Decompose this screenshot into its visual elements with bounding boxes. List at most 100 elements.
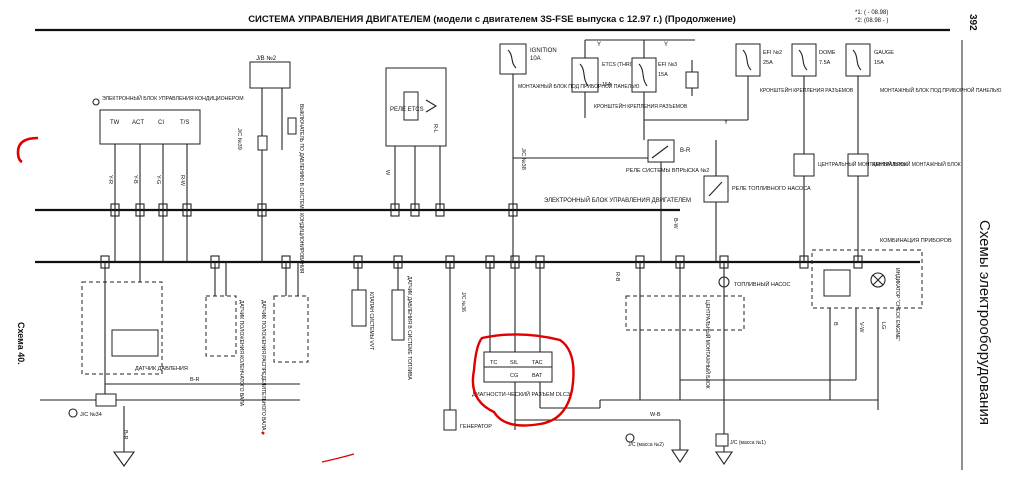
svg-text:10A: 10A — [530, 56, 541, 62]
pressure-sensor2-label: ДАТЧИК ДАВЛЕНИЯ В СИСТЕМЕ ТОПЛИВА — [406, 276, 412, 380]
wire-rw: R-W — [179, 175, 185, 187]
jc36-label: J/C №36 — [460, 292, 466, 312]
wire-w: W — [384, 170, 390, 176]
fuel-pump-relay-label: РЕЛЕ ТОПЛИВНОГО НАСОСА — [732, 186, 811, 192]
dlc-pin-tc: TC — [490, 360, 497, 366]
ac-ecu-marker — [92, 98, 100, 106]
wire-y-1: Y — [597, 42, 601, 48]
svg-text:15A: 15A — [602, 82, 612, 88]
fuel-pump-symbol — [718, 276, 730, 288]
wire-yr: Y-R — [107, 175, 113, 184]
svg-text:DOME: DOME — [819, 50, 836, 56]
bracket2-label: КРОНШТЕЙН КРЕПЛЕНИЯ РАЗЪЕМОВ — [760, 86, 854, 94]
jc-ground1-connector — [715, 433, 729, 447]
wire-yg: Y-G — [155, 175, 161, 184]
ac-pin-ts: T/S — [180, 120, 189, 126]
fuel-pump-label: ТОПЛИВНЫЙ НАСОС — [734, 280, 791, 288]
red-stroke — [321, 453, 355, 463]
cam-sensor-box — [273, 295, 309, 363]
jc39-label: J/C №39 — [236, 128, 242, 150]
bracket1-label: КРОНШТЕЙН КРЕПЛЕНИЯ РАЗЪЕМОВ — [594, 102, 688, 110]
note-2: *2: (08.98 - ) — [855, 18, 888, 24]
svg-text:EFI №2: EFI №2 — [763, 50, 782, 56]
jc34-connector — [95, 393, 117, 407]
check-engine-lamp — [870, 272, 886, 288]
fuse-efi3: EFI №3 15A — [631, 57, 677, 93]
ground-symbol-right-1 — [670, 449, 690, 463]
dlc3-label: ДИАГНОСТИ-ЧЕСКИЙ РАЗЪЕМ DLC3 — [472, 390, 570, 398]
svg-text:ETCS (THROT-TLE): ETCS (THROT-TLE) — [602, 62, 650, 68]
jc-ground2-label: J/C (масса №2) — [628, 442, 664, 448]
mount-block-dash2-label: МОНТАЖНЫЙ БЛОК ПОД ПРИБОРНОЙ ПАНЕЛЬЮ — [880, 86, 1001, 94]
page-number: 392 — [967, 14, 978, 31]
engine-ecu-label: ЭЛЕКТРОННЫЙ БЛОК УПРАВЛЕНИЯ ДВИГАТЕЛЕМ — [544, 196, 691, 204]
ac-ecu-label: ЭЛЕКТРОННЫЙ БЛОК УПРАВЛЕНИЯ КОНДИЦИОНЕРО… — [102, 94, 244, 102]
fuel-pressure-sensor-symbol — [391, 289, 405, 341]
cam-sensor-label: ДАТЧИК ПОЛОЖЕНИЯ РАСПРЕДЕЛИТЕЛЬНОГО ВАЛА — [260, 300, 266, 431]
relay-etcs-label: РЕЛЕ ETCS — [390, 107, 424, 113]
svg-text:EFI №3: EFI №3 — [658, 62, 677, 68]
instrument-cluster-label: КОМБИНАЦИЯ ПРИБОРОВ — [880, 238, 952, 244]
central-block3-label: ЦЕНТРАЛЬНЫЙ МОНТАЖНЫЙ БЛОК — [704, 300, 712, 389]
svg-text:7.5A: 7.5A — [819, 60, 831, 66]
pressure-sensor-label: ДАТЧИК ДАВЛЕНИЯ — [135, 366, 188, 372]
svg-text:15A: 15A — [658, 72, 668, 78]
wire-y-3: Y — [724, 120, 728, 126]
svg-text:15A: 15A — [874, 60, 884, 66]
wire-b-1: B — [832, 322, 838, 326]
ac-pin-ci: CI — [158, 120, 164, 126]
pressure-switch-label: ВЫКЛЮЧАТЕЛЬ ПО ДАВЛЕНИЮ В СИСТЕМЕ КОНДИЦ… — [298, 104, 304, 274]
wire-br-3: B-R — [122, 430, 128, 440]
red-hand-mark — [16, 136, 39, 164]
jc-ground1-label: J/C (масса №1) — [730, 440, 766, 446]
wire-y-2: Y — [664, 42, 668, 48]
check-engine-label: ИНДИКАТОР "CHECK ENGINE" — [894, 268, 900, 341]
fuse-efi2: EFI №2 25A — [735, 43, 782, 77]
wire-bw: B-W — [672, 218, 678, 230]
ac-pressure-switch-symbol — [257, 135, 268, 151]
ac-pin-act: ACT — [132, 120, 144, 126]
wire-wb: W-B — [650, 412, 661, 418]
vvt-valve-symbol — [351, 289, 367, 327]
wire-br-2: B-R — [680, 148, 691, 154]
wire-br-1: B-R — [190, 377, 200, 383]
generator-label: ГЕНЕРАТОР — [460, 424, 492, 430]
note-1: *1: ( - 08.98) — [855, 10, 888, 16]
central-block2-label: ЦЕНТРАЛЬНЫЙ МОНТАЖНЫЙ БЛОК — [872, 160, 961, 168]
crank-sensor-label: ДАТЧИК ПОЛОЖЕНИЯ КОЛЕНЧАТОГО ВАЛА — [238, 300, 244, 407]
dlc-pin-bat: BAT — [532, 373, 543, 379]
central-block3-box — [625, 295, 745, 331]
central-block-label: ЦЕНТРАЛЬНЫЙ МОНТАЖНЫЙ БЛОК — [818, 160, 907, 168]
fuse-gauge: GAUGE 15A — [845, 43, 894, 77]
jc34-label: J/C №34 — [80, 412, 102, 418]
generator-symbol — [443, 409, 457, 431]
section-title: Схемы электрооборудования — [976, 220, 993, 425]
svg-text:25A: 25A — [763, 60, 773, 66]
fuse-dome: DOME 7.5A — [791, 43, 836, 77]
wire-lg: LG — [880, 322, 886, 329]
wire-rb: R-B — [614, 272, 620, 282]
central-block-connector-2 — [847, 153, 869, 177]
svg-text:GAUGE: GAUGE — [874, 50, 894, 56]
vvt-valve-label: КЛАПАН СИСТЕМЫ VVT — [368, 292, 374, 350]
wire-yb: Y-B — [132, 175, 138, 184]
wire-vw: V-W — [858, 322, 864, 333]
crank-sensor-box — [205, 295, 237, 357]
ac-ecu-box — [99, 109, 201, 145]
svg-text:IGNITION: IGNITION — [530, 48, 557, 54]
dlc-pin-cg: CG — [510, 373, 518, 379]
red-dot — [261, 431, 265, 435]
injection-relay-label: РЕЛЕ СИСТЕМЫ ВПРЫСКА №2 — [626, 168, 709, 174]
dlc-pin-tac: TAC — [532, 360, 543, 366]
ground-symbol-left — [112, 451, 136, 467]
dlc3-red-highlight — [471, 333, 575, 427]
jb2-label: J/B №2 — [256, 55, 277, 62]
diagram-title: СИСТЕМА УПРАВЛЕНИЯ ДВИГАТЕЛЕМ (модели с … — [248, 14, 736, 25]
central-block-connector-1 — [793, 153, 815, 177]
scheme-label: Схема 40. — [16, 322, 26, 365]
fuse-ignition: IGNITION 10A — [499, 43, 557, 75]
jb2-box — [249, 61, 291, 89]
ground-symbol-right-2 — [714, 451, 734, 465]
